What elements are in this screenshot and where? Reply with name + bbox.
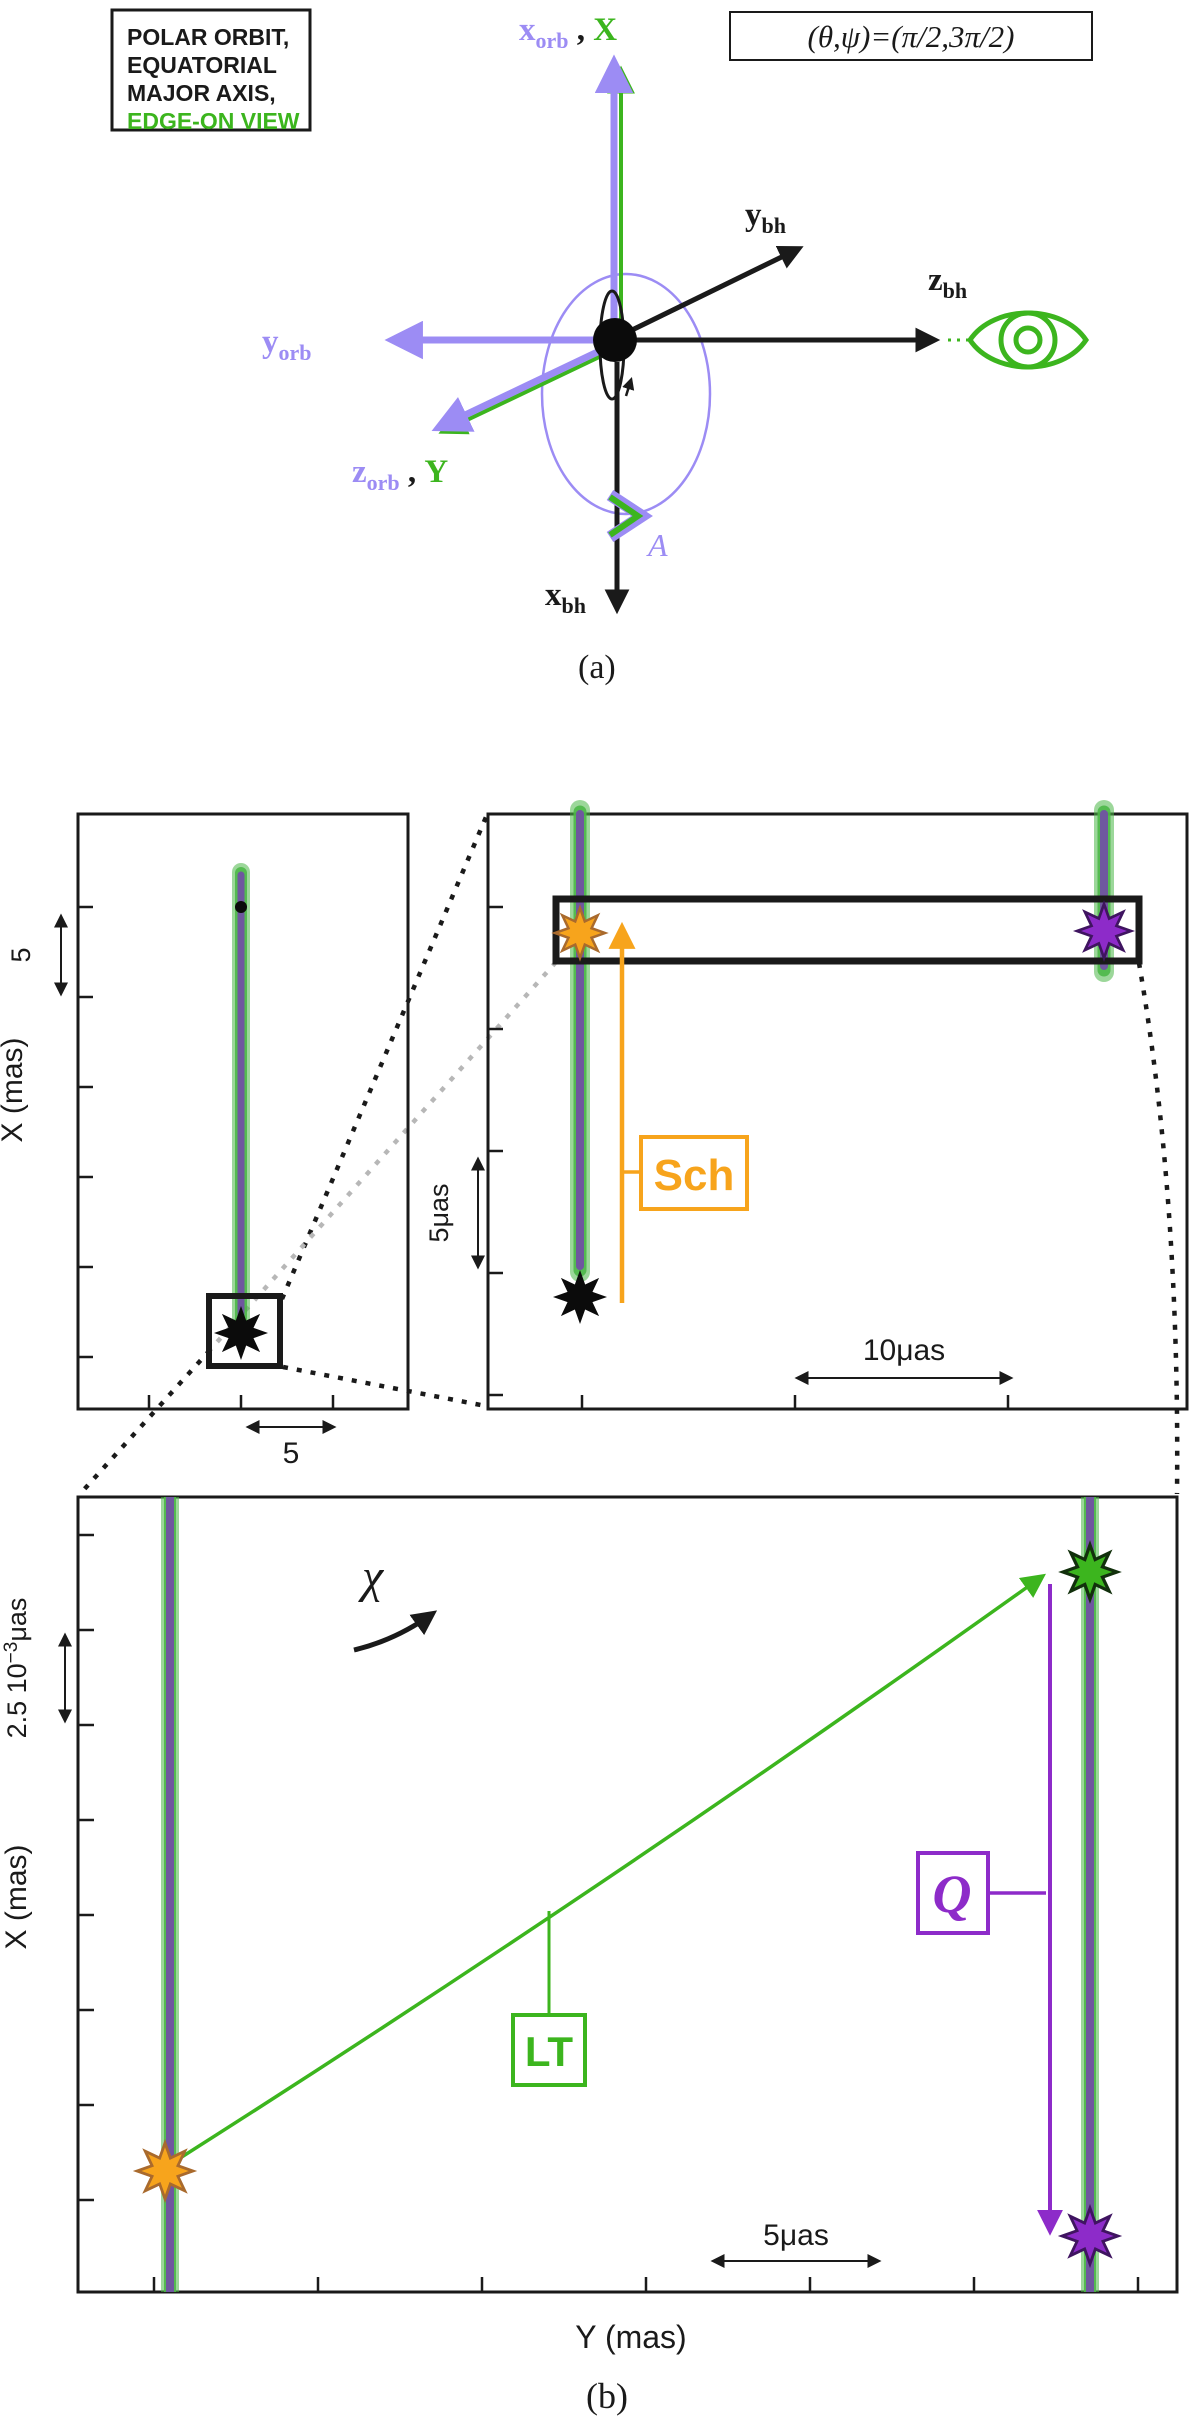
lt-label: LT [525,2028,574,2075]
z-orb-arrow [431,342,612,432]
left-yscale-label: 5 [6,947,36,962]
orange-star-top [553,906,607,960]
left-track-dot [235,901,247,913]
panel-a: POLAR ORBIT, EQUATORIAL MAJOR AXIS, EDGE… [110,8,1093,686]
right-zoom-box [552,895,1143,965]
purple-star-top [1075,902,1133,960]
caption-b: (b) [586,2376,628,2416]
observer-eye-icon [966,310,1090,370]
pericenter-chevron [608,494,644,538]
y-bh-label: ybh [745,197,786,238]
panel-b-right-plot: Sch 5μas 10μas [424,800,1189,1495]
left-xscale-label: 5 [283,1437,300,1470]
right-xscale-label: 10μas [863,1334,945,1367]
legend-box-border [110,8,312,132]
bottom-plot-yticks [78,1533,94,2202]
black-star-left [214,1306,268,1360]
bottom-ylabel: X (mas) [0,1845,33,1950]
pericenter-label: A [646,527,668,563]
sch-label: Sch [654,1151,735,1200]
zoom-connector-right [1136,962,1180,1495]
right-plot-border [486,812,1189,1411]
params-box: (θ,ψ)=(π/2,3π/2) [729,11,1093,61]
bottom-xlabel: Y (mas) [575,2319,686,2355]
black-star-right [553,1270,607,1324]
left-ylabel: X (mas) [0,1038,29,1143]
chi-arrow [353,1610,438,1653]
params-text: (θ,ψ)=(π/2,3π/2) [808,19,1015,54]
x-bh-label: xbh [545,577,586,618]
panel-b-left-plot: 5 X (mas) 5 [0,812,558,1496]
caption-a: (a) [578,649,616,686]
legend-line-3: MAJOR AXIS, [127,80,276,106]
q-box [916,1851,990,1935]
panel-b-bottom-plot: χ LT Q 2.5 10−3μas X (mas) 5μas Y (mas) … [0,1495,1179,2416]
params-box-border [729,11,1093,61]
orbit-ellipse [540,272,712,516]
legend-line-1: POLAR ORBIT, [127,24,289,50]
lt-curve [165,1573,1046,2169]
zoom-connector-bottom [282,1364,487,1409]
z-orb-label: zorb , Y [352,454,448,495]
chi-label: χ [358,1550,385,1603]
y-orb-label: yorb [262,324,312,365]
legend-box: POLAR ORBIT, EQUATORIAL MAJOR AXIS, EDGE… [110,8,312,134]
left-zoom-box [206,1293,283,1369]
y-bh-arrow [628,245,804,334]
orange-star-bottom [135,2141,195,2201]
zoom-connector-gray [208,960,558,1352]
lt-box [511,2013,587,2087]
purple-star-bottom [1060,2206,1120,2266]
bottom-yscale-label: 2.5 10−3μas [1,1598,32,1739]
z-bh-label: zbh [928,262,967,303]
legend-line-2: EQUATORIAL [127,52,277,78]
bottom-plot-xticks [152,2277,1140,2292]
y-axis-sky-arrow [438,348,615,435]
bottom-plot-border [76,1495,1179,2294]
left-plot-xticks [147,1395,335,1409]
sch-box [639,1135,749,1211]
black-hole [593,318,637,362]
bottom-xscale-label: 5μas [763,2219,829,2252]
zoom-connector-top [279,816,489,1300]
left-plot-border [76,812,410,1411]
spin-arrow [622,377,635,397]
right-plot-yticks [488,905,503,1397]
q-label: Q [933,1864,972,1924]
zoom-connector-gray-end [78,1348,212,1496]
x-orb-label: xorb , X [519,12,617,53]
right-yscale-label: 5μas [424,1183,454,1242]
legend-line-4-edge-on: EDGE-ON VIEW [127,108,300,134]
right-plot-xticks [580,1395,1010,1409]
left-plot-yticks [78,905,93,1359]
green-star [1061,1543,1119,1601]
